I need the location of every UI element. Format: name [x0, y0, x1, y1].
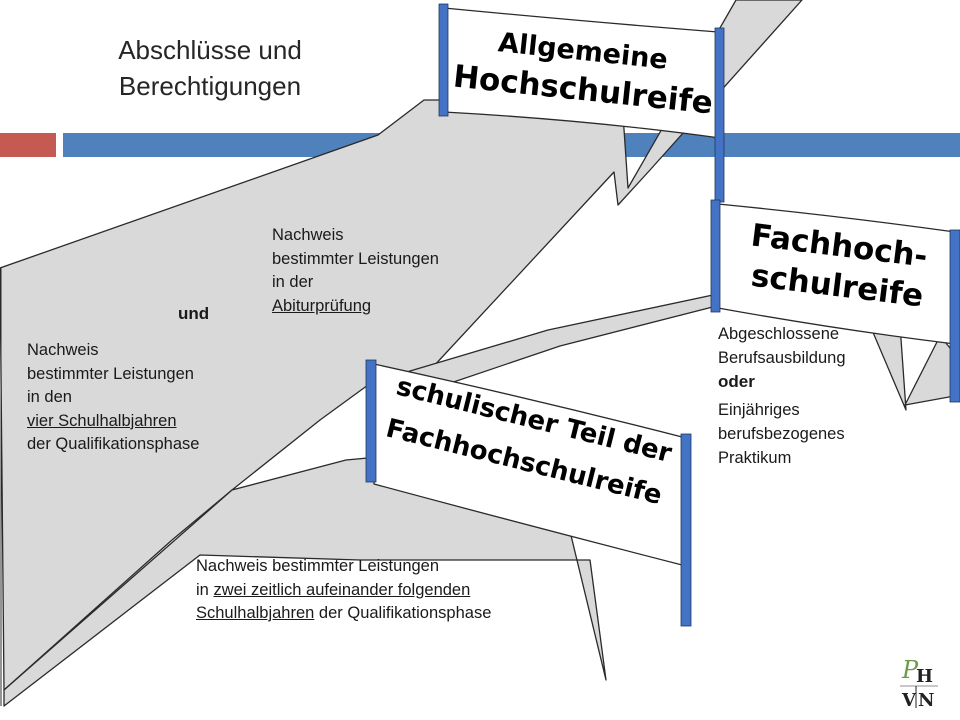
svg-text:V: V [901, 690, 917, 711]
sign-allgemeine-pole-right [714, 27, 725, 203]
svg-text:P: P [901, 656, 919, 684]
two-terms-line2-underlined: zwei zeitlich aufeinander folgenden [213, 580, 471, 599]
ribbon-schulischer-teil [3, 454, 607, 707]
abitur-line1: Nachweis [272, 226, 344, 244]
abitur-line3: in der [272, 273, 314, 291]
qualification-line3: in den [27, 388, 72, 406]
vocational-line6: Praktikum [718, 449, 792, 467]
abitur-requirement-text: Nachweis bestimmter Leistungen in der Ab… [272, 224, 439, 318]
vocational-line2: Berufsausbildung [718, 349, 846, 367]
sign-schulisch-pole-left [365, 359, 377, 483]
ribbon-right-edge [904, 335, 960, 406]
vocational-line5: berufsbezogenes [718, 425, 845, 443]
qualification-requirement-text: Nachweis bestimmter Leistungen in den vi… [27, 339, 199, 457]
two-terms-line1: Nachweis bestimmter Leistungen [196, 557, 440, 575]
abitur-line4: Abiturprüfung [272, 296, 372, 315]
vocational-line1: Abgeschlossene [718, 325, 840, 343]
vocational-line3-oder: oder [718, 372, 755, 391]
ribbon-to-fachhochschulreife [399, 284, 907, 411]
two-terms-line3-underlined: Schulhalbjahren [196, 604, 315, 622]
header-accent-red [0, 133, 56, 157]
sign-allgemeine-hochschulreife: Allgemeine Hochschulreife [438, 3, 725, 203]
svg-text:H: H [916, 666, 933, 687]
qualification-line5: der Qualifikationsphase [27, 435, 200, 453]
phvn-logo: P H V N [900, 656, 938, 711]
sign-allgemeine-pole-left [438, 3, 449, 117]
sign-fachhochschulreife: Fachhoch- schulreife [710, 199, 960, 403]
qualification-line1: Nachweis [27, 341, 99, 359]
vocational-line4: Einjähriges [718, 401, 800, 419]
two-terms-line2: in zwei zeitlich aufeinander folgenden [196, 579, 491, 603]
sign-schulisch-pole-right [680, 433, 692, 627]
page-title-line1: Abschlüsse und [118, 35, 302, 65]
und-label: und [178, 304, 210, 323]
qualification-line4: vier Schulhalbjahren [27, 411, 177, 430]
abitur-line2: bestimmter Leistungen [272, 249, 439, 268]
two-terms-line3: Schulhalbjahren der Qualifikationsphase [196, 602, 491, 626]
two-terms-line3-suffix: der Qualifikationsphase [314, 604, 492, 622]
vocational-requirement-text: Abgeschlossene Berufsausbildung oder Ein… [718, 322, 846, 470]
page-title: Abschlüsse und Berechtigungen [60, 32, 360, 104]
svg-text:N: N [918, 690, 934, 711]
qualification-line2: bestimmter Leistungen [27, 364, 194, 383]
page-title-line2: Berechtigungen [118, 71, 302, 101]
two-terms-line2-prefix: in [196, 580, 214, 599]
sign-fachhoch-pole-right [949, 229, 960, 403]
sign-fachhoch-pole-left [710, 199, 721, 313]
two-terms-requirement-text: Nachweis bestimmter Leistungen in zwei z… [196, 555, 491, 626]
